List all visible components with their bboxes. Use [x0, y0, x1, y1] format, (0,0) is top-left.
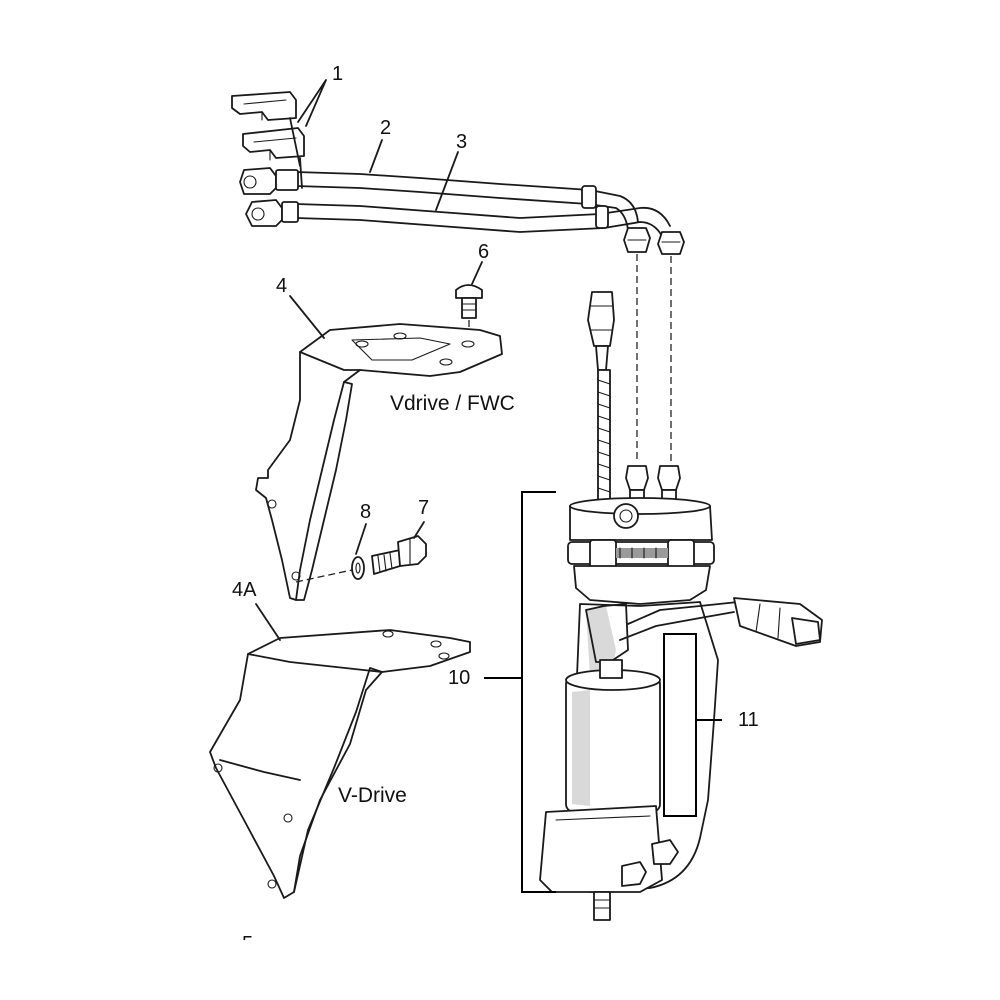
callout-10: 10: [448, 667, 470, 689]
part-1-hose-clips: [231, 91, 305, 189]
part-4-bracket-vdrive-fwc: [255, 323, 503, 601]
leader-3: [435, 151, 459, 211]
leader-6: [471, 261, 483, 285]
callout-11: 11: [738, 709, 759, 731]
bottom-crop-mask: [0, 940, 1000, 1000]
part-6-screw: [455, 284, 483, 344]
caption-v-drive: V-Drive: [338, 784, 407, 807]
part-10-fuel-pump-assembly: [539, 291, 823, 921]
leader-4: [289, 295, 325, 339]
bracket-10: [521, 491, 556, 893]
part-2-3-fuel-hoses: [239, 167, 685, 255]
callout-8: 8: [360, 501, 371, 523]
part-7-bolt: [371, 535, 427, 575]
leader-7: [413, 521, 425, 539]
callout-4: 4: [276, 275, 287, 297]
bracket-11: [663, 633, 697, 817]
callout-1: 1: [332, 63, 343, 85]
callout-6: 6: [478, 241, 489, 263]
caption-vdrive-fwc: Vdrive / FWC: [390, 392, 515, 415]
leader-8: [355, 523, 367, 555]
callout-3: 3: [456, 131, 467, 153]
leader-1: [297, 79, 327, 127]
leader-4a: [255, 603, 281, 641]
callout-2: 2: [380, 117, 391, 139]
leader-2: [369, 139, 383, 173]
part-8-washer: [351, 556, 365, 580]
part-4a-bracket-v-drive: [209, 629, 471, 899]
callout-7: 7: [418, 497, 429, 519]
callout-4a: 4A: [232, 579, 257, 601]
alignment-line-bolt: [295, 569, 353, 583]
